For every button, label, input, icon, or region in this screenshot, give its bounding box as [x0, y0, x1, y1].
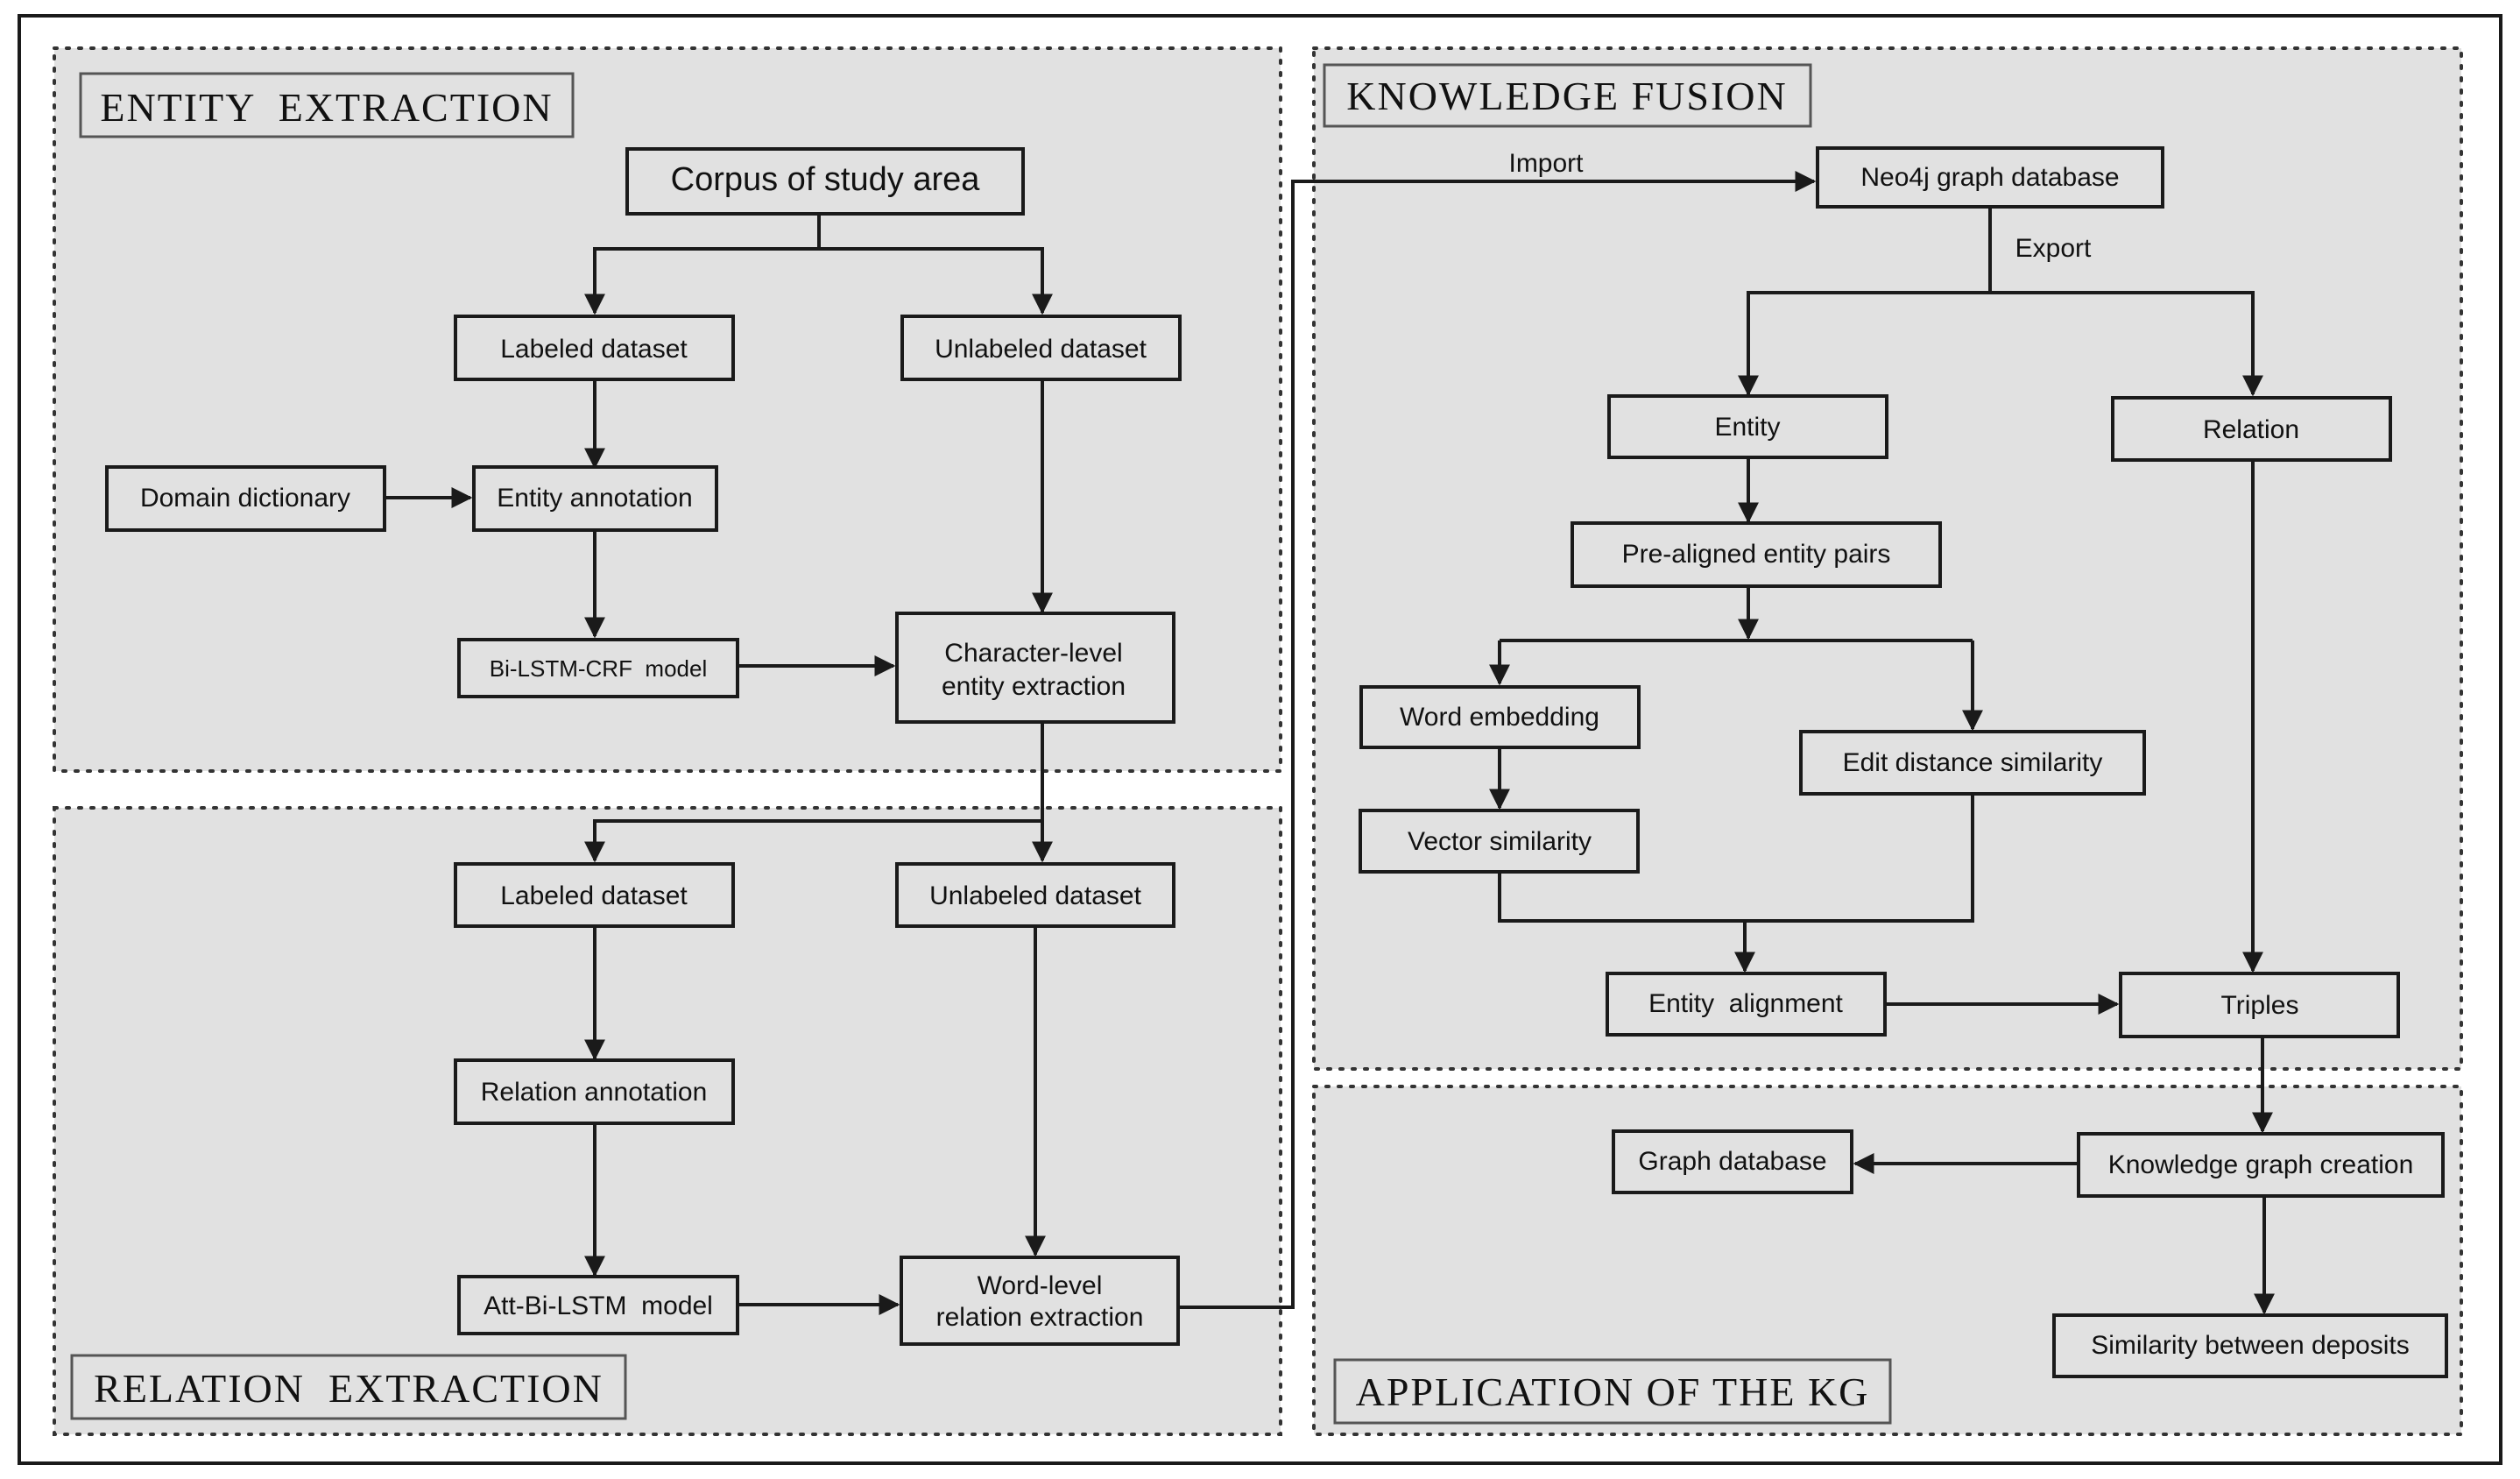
outer-frame — [18, 14, 2502, 1465]
node-entity-alignment: Entity alignment — [1606, 972, 1887, 1037]
node-word-embedding: Word embedding — [1359, 685, 1641, 749]
node-relation-label: Relation — [2203, 415, 2299, 444]
edge-neo4j-to-relation — [1990, 291, 2263, 397]
node-knowledge-graph-creation: Knowledge graph creation — [2077, 1132, 2445, 1198]
section-title-relation-extraction-text: RELATION EXTRACTION — [94, 1366, 604, 1411]
node-ee-labeled-dataset-label: Labeled dataset — [500, 335, 688, 364]
node-character-level-line2: entity extraction — [942, 672, 1126, 701]
node-similarity-deposits-label: Similarity between deposits — [2091, 1331, 2410, 1360]
node-ee-unlabeled-dataset-label: Unlabeled dataset — [935, 335, 1147, 364]
node-vector-similarity: Vector similarity — [1359, 809, 1640, 874]
node-bilstm-crf-model-label: Bi-LSTM-CRF model — [490, 655, 707, 682]
edge-char-level-to-re-labeled — [584, 723, 1044, 863]
node-triples-label: Triples — [2221, 991, 2299, 1020]
node-edit-distance-similarity: Edit distance similarity — [1799, 730, 2146, 796]
node-pre-aligned-entity-pairs: Pre-aligned entity pairs — [1571, 521, 1942, 588]
node-entity-annotation-label: Entity annotation — [497, 484, 693, 513]
section-title-knowledge-fusion: KNOWLEDGE FUSION — [1323, 63, 1812, 128]
edge-label-import: Import — [1508, 149, 1584, 178]
node-edit-distance-label: Edit distance similarity — [1843, 748, 2103, 777]
node-kg-creation-label: Knowledge graph creation — [2108, 1150, 2414, 1179]
node-corpus: Corpus of study area — [625, 147, 1025, 216]
node-pre-aligned-label: Pre-aligned entity pairs — [1622, 540, 1891, 569]
node-att-bilstm-model: Att-Bi-LSTM model — [457, 1275, 739, 1335]
section-title-application-text: APPLICATION OF THE KG — [1356, 1369, 1870, 1414]
node-domain-dictionary: Domain dictionary — [105, 465, 386, 532]
node-word-level-extraction: Word-level relation extraction — [900, 1256, 1180, 1346]
section-title-entity-extraction: ENTITY EXTRACTION — [79, 72, 575, 138]
node-att-bilstm-model-label: Att-Bi-LSTM model — [484, 1291, 713, 1320]
edge-label-export: Export — [2015, 234, 2092, 263]
node-neo4j-label: Neo4j graph database — [1860, 163, 2119, 192]
node-re-unlabeled-dataset-label: Unlabeled dataset — [929, 881, 1142, 910]
node-word-embedding-label: Word embedding — [1400, 703, 1599, 732]
node-vector-similarity-label: Vector similarity — [1408, 827, 1592, 856]
edges — [385, 171, 2275, 1315]
node-ee-labeled-dataset: Labeled dataset — [454, 315, 735, 381]
edge-corpus-to-unlabeled — [819, 247, 1053, 315]
node-corpus-label: Corpus of study area — [671, 161, 981, 198]
node-entity-label: Entity — [1714, 413, 1780, 442]
node-bilstm-crf-model: Bi-LSTM-CRF model — [457, 638, 739, 698]
node-word-level-line2: relation extraction — [936, 1303, 1144, 1332]
section-title-knowledge-fusion-text: KNOWLEDGE FUSION — [1346, 74, 1787, 118]
edge-corpus-to-labeled — [584, 214, 821, 315]
section-title-relation-extraction: RELATION EXTRACTION — [70, 1354, 627, 1420]
node-relation-annotation-label: Relation annotation — [481, 1078, 708, 1107]
node-re-labeled-dataset: Labeled dataset — [454, 862, 735, 928]
node-neo4j-graph-database: Neo4j graph database — [1816, 146, 2164, 209]
node-entity-annotation: Entity annotation — [472, 465, 718, 532]
edge-merge-bar — [1498, 794, 1974, 923]
node-re-unlabeled-dataset: Unlabeled dataset — [895, 862, 1175, 928]
node-domain-dictionary-label: Domain dictionary — [140, 484, 350, 513]
node-relation-annotation: Relation annotation — [454, 1058, 735, 1125]
node-similarity-between-deposits: Similarity between deposits — [2052, 1313, 2448, 1378]
node-character-level-line1: Character-level — [944, 639, 1122, 668]
node-ee-unlabeled-dataset: Unlabeled dataset — [900, 315, 1182, 381]
node-triples: Triples — [2119, 972, 2400, 1038]
edge-neo4j-to-entity — [1738, 207, 1992, 397]
section-title-application: APPLICATION OF THE KG — [1333, 1358, 1892, 1425]
node-word-level-line1: Word-level — [978, 1271, 1103, 1300]
node-entity: Entity — [1607, 394, 1888, 459]
section-title-entity-extraction-text: ENTITY EXTRACTION — [100, 85, 553, 130]
node-re-labeled-dataset-label: Labeled dataset — [500, 881, 688, 910]
node-graph-database: Graph database — [1612, 1129, 1853, 1194]
node-relation: Relation — [2111, 396, 2392, 462]
node-character-level-extraction: Character-level entity extraction — [895, 612, 1175, 724]
node-entity-alignment-label: Entity alignment — [1648, 989, 1843, 1018]
edge-word-level-to-neo4j — [1178, 171, 1817, 1309]
node-graph-database-label: Graph database — [1638, 1147, 1826, 1176]
